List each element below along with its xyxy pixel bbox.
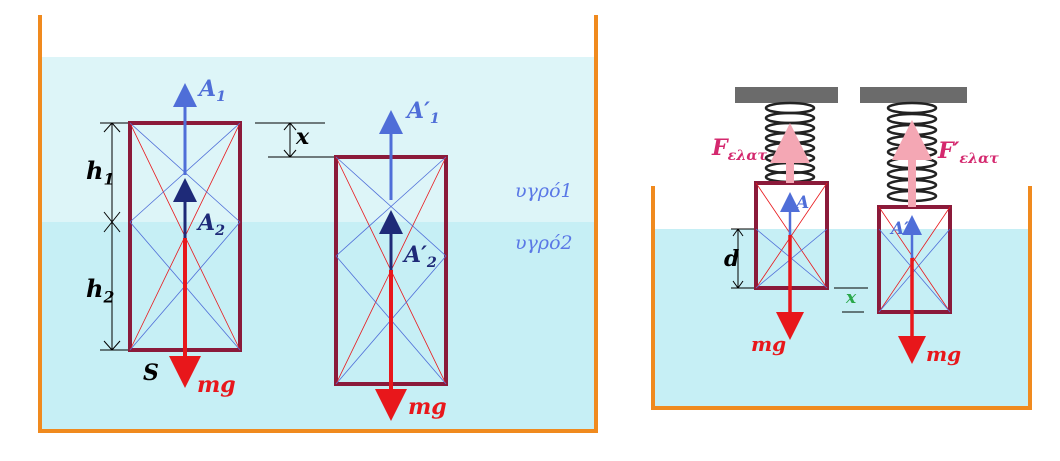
label-A2: A2 xyxy=(198,210,226,239)
label-x-right: x xyxy=(846,288,857,308)
right-tank xyxy=(651,186,1032,410)
label-d: d xyxy=(724,246,740,272)
right-tank-wall xyxy=(651,186,1032,410)
ceiling-right xyxy=(860,87,967,103)
x-dimension-right xyxy=(834,287,868,313)
label-mg-right-2: mg xyxy=(926,342,962,366)
label-mg-left-2: mg xyxy=(408,394,447,420)
left-tank xyxy=(38,15,598,433)
label-A1p: A′1 xyxy=(407,98,440,127)
label-S: S xyxy=(143,360,159,386)
height-dimension xyxy=(100,122,128,351)
label-A2p: A′2 xyxy=(404,242,437,271)
label-A1: A1 xyxy=(199,76,227,105)
label-A-right: A xyxy=(796,193,810,213)
label-liquid-1: υγρό1 xyxy=(515,180,573,202)
liquid-1-region xyxy=(40,57,595,222)
label-h1: h1 xyxy=(86,156,115,189)
right-liquid xyxy=(653,229,1029,407)
label-Ap-right: A′ xyxy=(891,219,909,239)
label-mg-left-1: mg xyxy=(197,372,236,398)
liquid-2-region xyxy=(40,222,595,430)
label-liquid-2: υγρό2 xyxy=(515,232,573,254)
label-x-left: x xyxy=(296,124,310,150)
x-dimension-left xyxy=(255,122,334,158)
ceiling-left xyxy=(735,87,838,103)
label-h2: h2 xyxy=(86,274,115,307)
left-tank-wall xyxy=(38,15,598,433)
d-dimension xyxy=(731,228,754,289)
label-F-spring: Fελατ xyxy=(712,135,767,164)
label-Fp-spring: F′ελατ xyxy=(938,138,999,167)
label-mg-right-1: mg xyxy=(751,332,787,356)
